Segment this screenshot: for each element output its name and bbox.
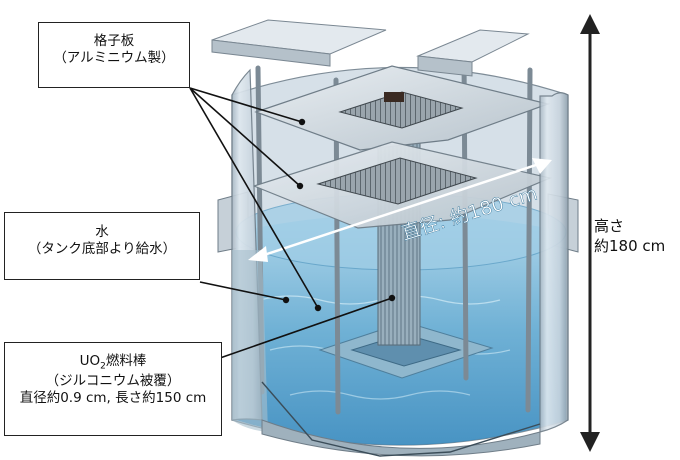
water-name: 水 xyxy=(95,224,109,240)
rod-head-cluster xyxy=(384,92,404,102)
leader-dots xyxy=(282,118,396,312)
fuel-rod-name-subscript: 2 xyxy=(100,361,106,372)
height-label: 高さ 約180 cm xyxy=(594,216,680,257)
fuel-rod-detail: （ジルコニウム被覆） xyxy=(45,372,181,389)
grid-plate-name: 格子板 xyxy=(93,33,135,49)
height-arrow-icon xyxy=(580,14,600,452)
water-detail: （タンク底部より給水） xyxy=(27,240,177,257)
lower-grid-plate xyxy=(252,141,552,229)
tank-front-wall xyxy=(231,68,569,457)
upper-grid-plate xyxy=(254,65,551,151)
fuel-rod-name: UO2燃料棒 xyxy=(5,353,221,373)
top-beams xyxy=(211,19,530,77)
fuel-rod-callout: UO2燃料棒 （ジルコニウム被覆） 直径約0.9 cm, 長さ約150 cm xyxy=(4,342,222,436)
grid-plate-detail: （アルミニウム製） xyxy=(53,49,175,66)
height-label-line1: 高さ xyxy=(594,217,625,235)
leader-lines xyxy=(189,87,393,359)
fuel-rod-size: 直径約0.9 cm, 長さ約150 cm xyxy=(19,389,207,406)
water-callout: 水 （タンク底部より給水） xyxy=(4,212,200,280)
height-label-line2: 約180 cm xyxy=(594,237,666,256)
diameter-arrow-icon xyxy=(248,158,552,262)
fuel-rod-name-main: UO xyxy=(79,353,101,369)
fuel-rod-name-suffix: 燃料棒 xyxy=(105,353,147,369)
grid-plate-callout: 格子板 （アルミニウム製） xyxy=(38,22,190,88)
